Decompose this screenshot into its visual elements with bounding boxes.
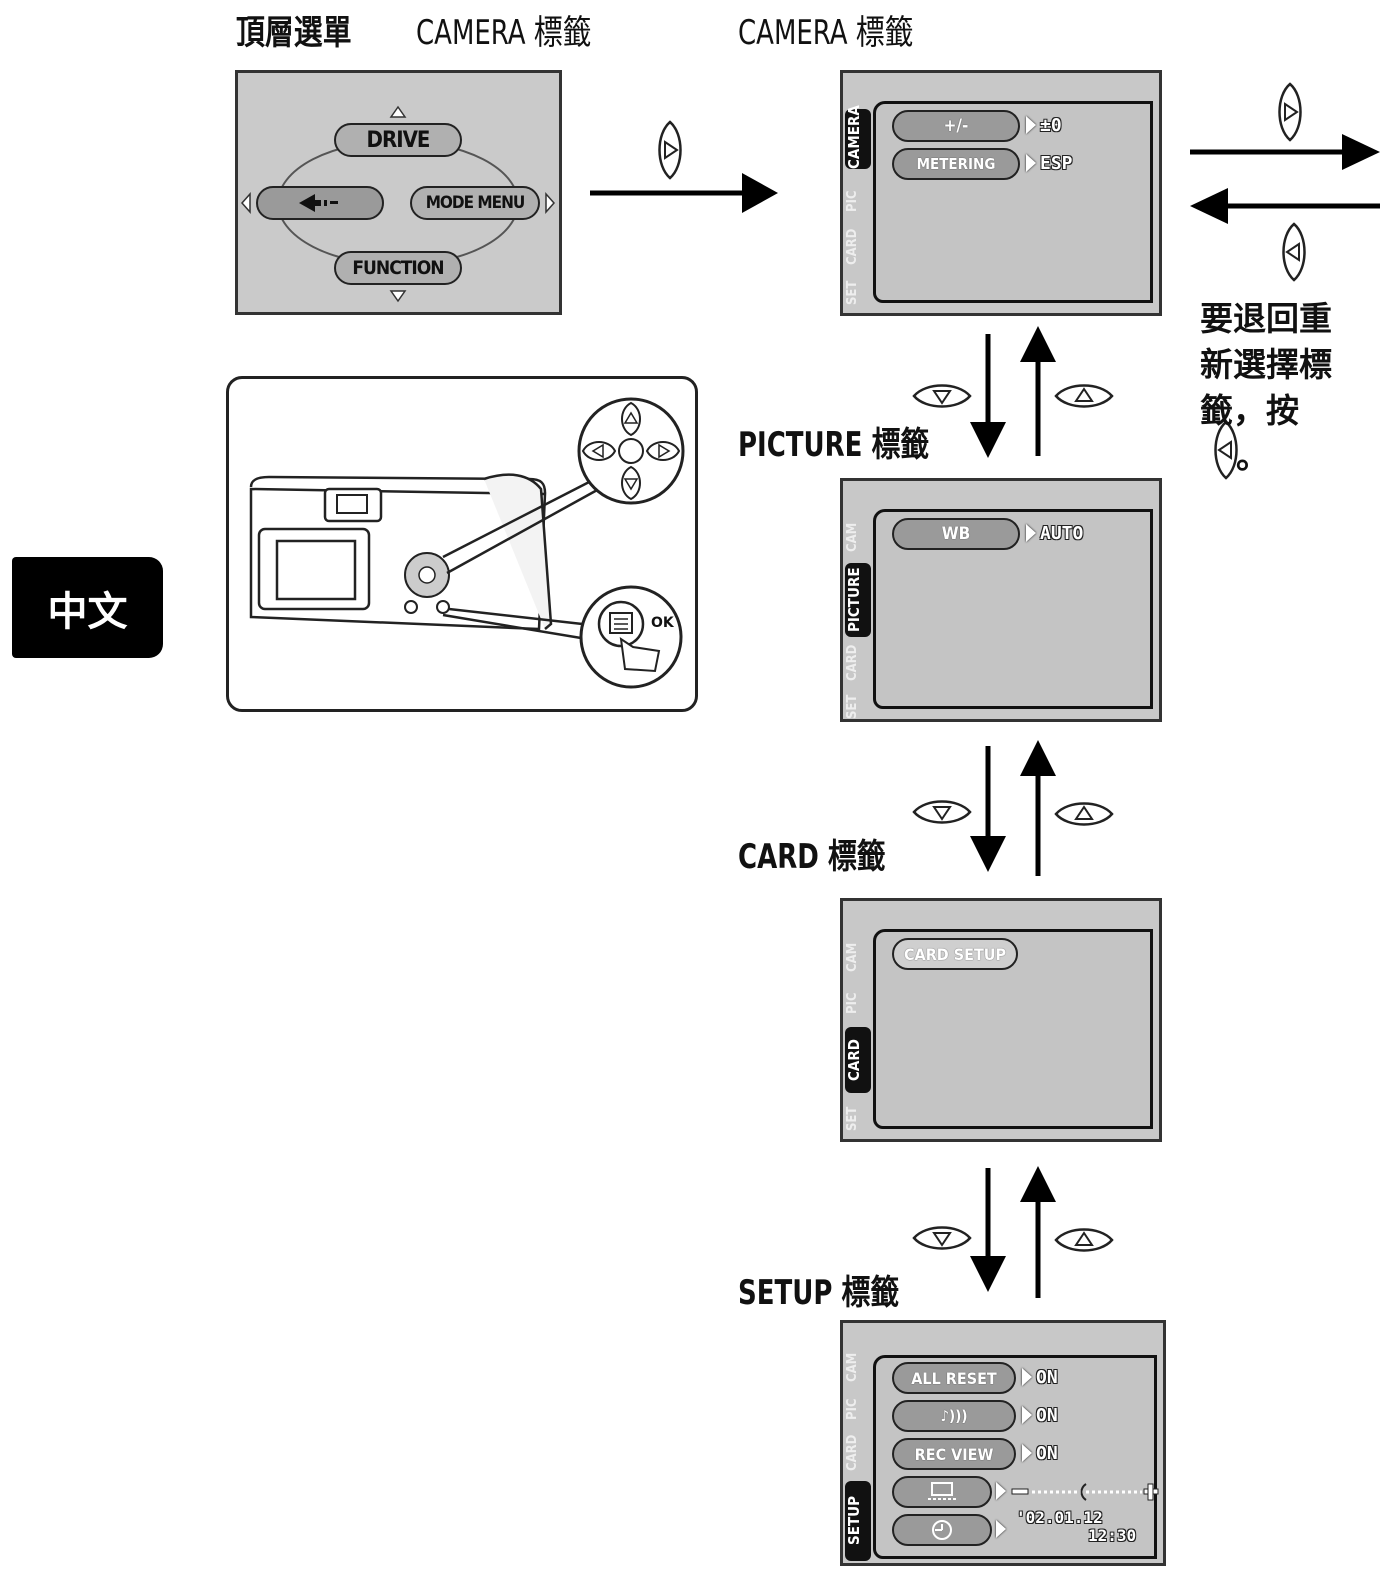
exposure-compensation-item[interactable]: +/- — [892, 110, 1020, 142]
clock-time: 12:30 — [1088, 1526, 1137, 1545]
brightness-slider[interactable] — [1010, 1480, 1160, 1504]
ok-label: OK — [651, 615, 674, 631]
tab-card[interactable]: CARD — [845, 1434, 860, 1472]
chevron-right-icon — [1022, 1406, 1032, 1424]
tab-pic[interactable]: PIC — [845, 190, 860, 212]
card-screen-content: CARD SETUP — [873, 929, 1153, 1129]
tab-cam[interactable]: CAM — [845, 1352, 860, 1382]
monitor-brightness-icon — [928, 1482, 956, 1500]
vertical-arrows-3 — [970, 1166, 1056, 1298]
card-screen-tabs: CAM PIC CARD SET — [843, 937, 873, 1131]
chevron-right-icon — [1022, 1368, 1032, 1386]
up-arrow-button-icon — [1054, 384, 1114, 408]
up-arrow-button-icon — [1054, 802, 1114, 826]
chevron-right-icon — [996, 1482, 1006, 1500]
tab-pic[interactable]: PIC — [845, 1398, 860, 1420]
back-arrow-button[interactable] — [256, 186, 384, 220]
setup-tab-heading: SETUP 標籤 — [738, 1273, 900, 1313]
all-reset-value: ON — [1036, 1367, 1058, 1388]
chevron-right-icon — [996, 1520, 1006, 1538]
tab-card[interactable]: CARD — [845, 1027, 871, 1093]
monitor-brightness-item[interactable] — [892, 1476, 992, 1508]
setup-screen-content: ALL RESET ON ♪))) ON REC VIEW ON '02.01.… — [873, 1355, 1160, 1559]
arrow-pad-icon — [577, 397, 685, 505]
setup-screen-tabs: CAM PIC CARD SETUP — [843, 1347, 873, 1561]
rec-view-item[interactable]: REC VIEW — [892, 1438, 1016, 1470]
exposure-compensation-value: ±0 — [1040, 115, 1062, 136]
beep-value: ON — [1036, 1405, 1058, 1426]
clock-date: '02.01.12 — [1016, 1508, 1103, 1527]
tab-card[interactable]: CARD — [845, 228, 860, 266]
picture-tab-screen: CAM PICTURE CARD SET WB AUTO — [840, 478, 1162, 722]
tab-cam[interactable]: CAM — [845, 942, 860, 972]
camera-tab-heading-left: CAMERA 標籤 — [416, 13, 592, 53]
back-instruction-end: 。 — [1236, 437, 1269, 476]
tab-setup[interactable]: SETUP — [845, 1481, 871, 1561]
top-menu-screen: DRIVE MODE MENU FUNCTION — [235, 70, 562, 315]
up-arrow-button-icon — [1054, 1228, 1114, 1252]
white-balance-item[interactable]: WB — [892, 518, 1020, 550]
setup-tab-screen: CAM PIC CARD SETUP ALL RESET ON ♪))) ON … — [840, 1320, 1166, 1566]
all-reset-item[interactable]: ALL RESET — [892, 1362, 1016, 1394]
down-arrow-button-icon — [912, 800, 972, 824]
tab-cam[interactable]: CAM — [845, 522, 860, 552]
menu-button-icon — [579, 585, 683, 689]
picture-tab-heading: PICTURE 標籤 — [738, 425, 930, 465]
down-arrow-button-icon — [912, 384, 972, 408]
camera-tab-screen: CAMERA PIC CARD SET +/- ±0 METERING ESP — [840, 70, 1162, 316]
camera-body-panel: OK — [226, 376, 698, 712]
card-tab-screen: CAM PIC CARD SET CARD SETUP — [840, 898, 1162, 1142]
tab-card[interactable]: CARD — [845, 644, 860, 682]
right-arrow-button-icon — [658, 120, 682, 180]
metering-value: ESP — [1040, 153, 1073, 174]
picture-screen-tabs: CAM PICTURE CARD SET — [843, 517, 873, 719]
card-tab-heading: CARD 標籤 — [738, 837, 886, 877]
right-arrow-button-icon — [1278, 82, 1302, 142]
chevron-right-icon — [1026, 154, 1036, 172]
language-tab: 中文 — [12, 557, 163, 658]
picture-screen-content: WB AUTO — [873, 509, 1153, 709]
card-setup-item[interactable]: CARD SETUP — [892, 938, 1018, 970]
rec-view-value: ON — [1036, 1443, 1058, 1464]
tab-set[interactable]: SET — [845, 280, 860, 306]
tab-set[interactable]: SET — [845, 1106, 860, 1132]
tab-pic[interactable]: PIC — [845, 992, 860, 1014]
chevron-right-icon — [1026, 116, 1036, 134]
left-arrow-button-icon — [1214, 420, 1238, 480]
camera-back-illustration — [249, 397, 685, 689]
camera-tab-heading: CAMERA 標籤 — [738, 13, 914, 53]
metering-item[interactable]: METERING — [892, 148, 1020, 180]
tab-set[interactable]: SET — [845, 694, 860, 720]
menu-back-icon — [299, 194, 338, 212]
vertical-arrows-1 — [970, 326, 1056, 458]
mode-menu-button[interactable]: MODE MENU — [410, 186, 540, 220]
down-arrow-button-icon — [912, 1226, 972, 1250]
clock-icon — [932, 1520, 952, 1540]
vertical-arrows-2 — [970, 740, 1056, 876]
white-balance-value: AUTO — [1040, 523, 1084, 544]
drive-button[interactable]: DRIVE — [334, 123, 462, 157]
camera-screen-content: +/- ±0 METERING ESP — [873, 101, 1153, 303]
beep-item[interactable]: ♪))) — [892, 1400, 1016, 1432]
top-menu-heading: 頂層選單 — [236, 13, 352, 53]
back-instruction-note: 要退回重新選擇標籤，按 。 — [1200, 296, 1350, 480]
tab-camera[interactable]: CAMERA — [845, 105, 871, 169]
chevron-right-icon — [1026, 524, 1036, 542]
back-instruction-text: 要退回重新選擇標籤，按 — [1200, 299, 1332, 430]
function-button[interactable]: FUNCTION — [334, 251, 462, 285]
camera-screen-tabs: CAMERA PIC CARD SET — [843, 105, 873, 305]
left-arrow-button-icon — [1282, 222, 1306, 282]
clock-item[interactable] — [892, 1514, 992, 1546]
chevron-right-icon — [1022, 1444, 1032, 1462]
tab-picture[interactable]: PICTURE — [845, 563, 871, 637]
